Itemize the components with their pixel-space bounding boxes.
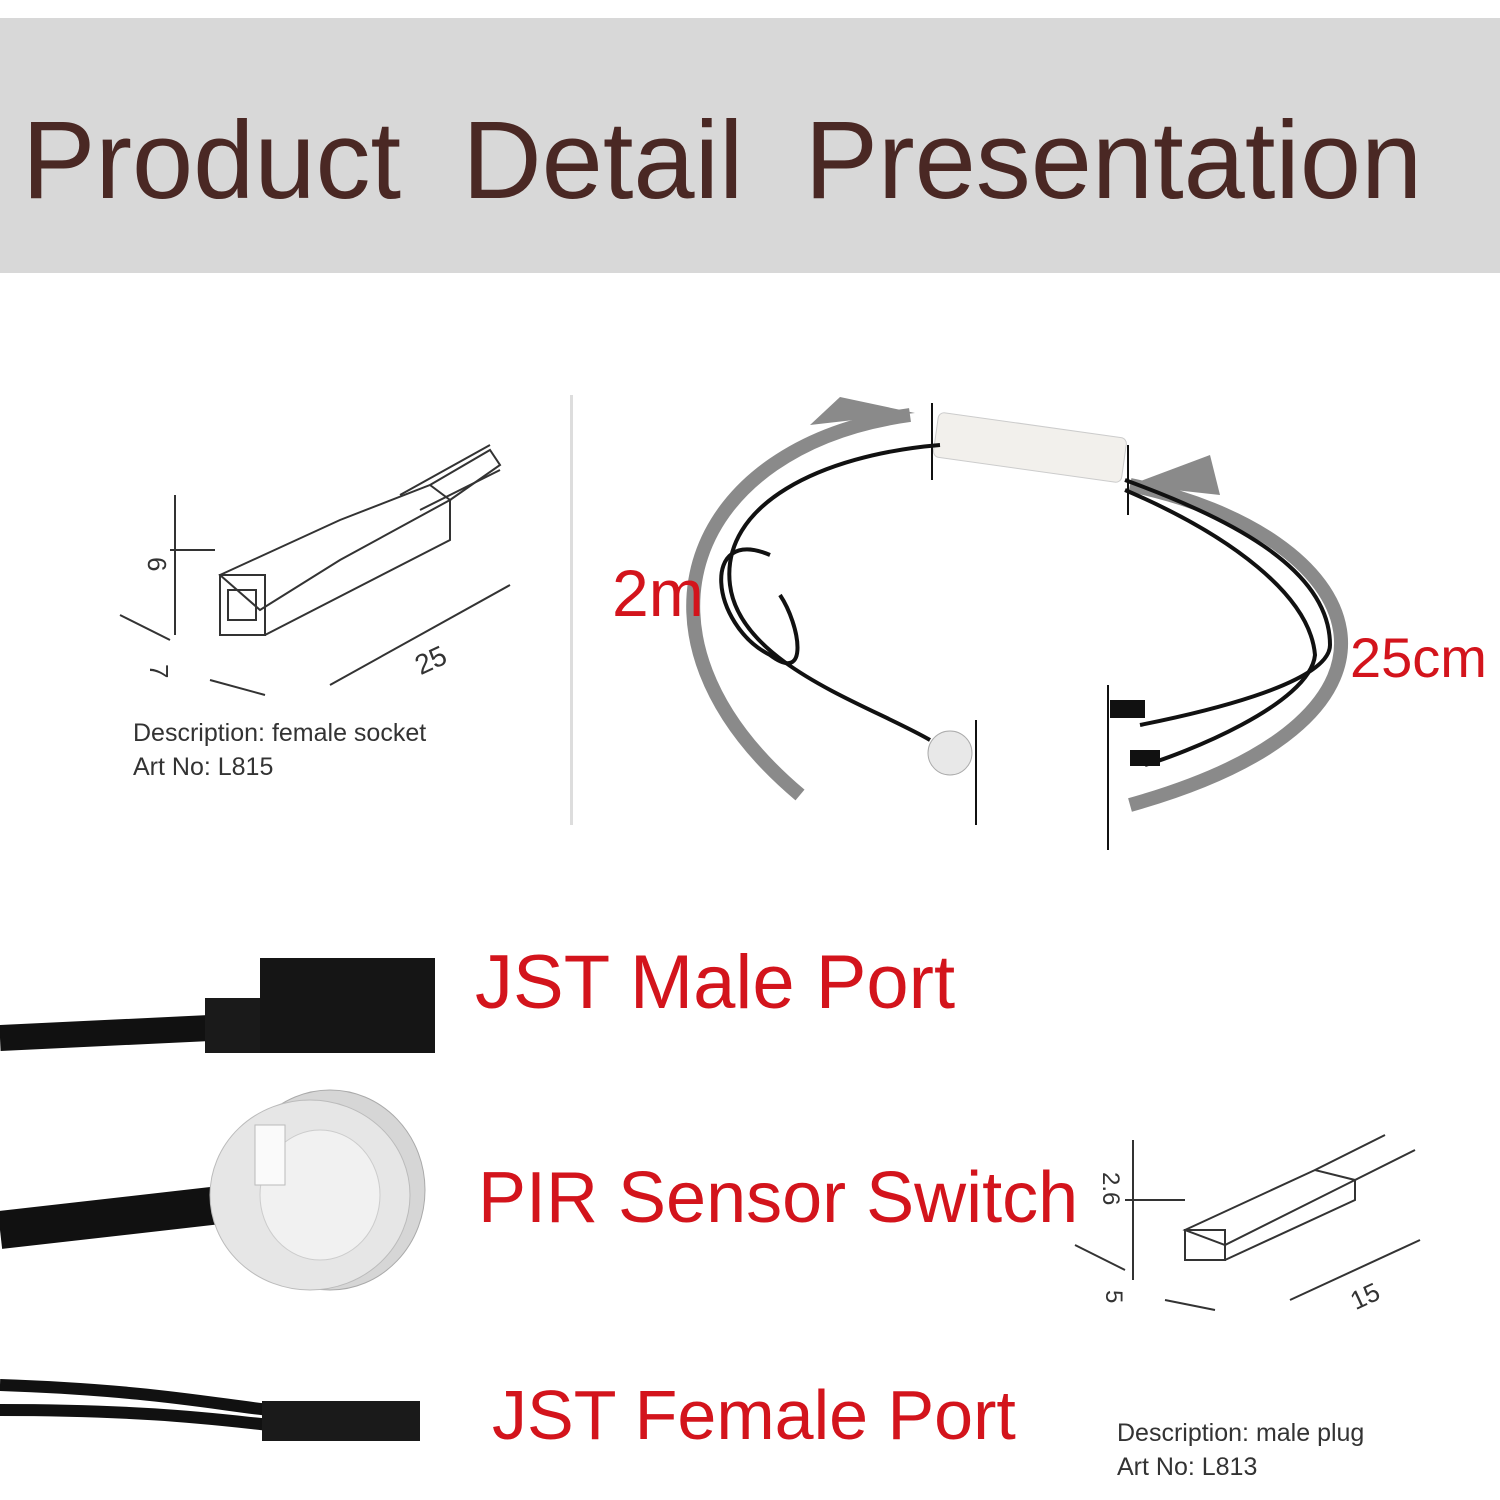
dimension-width: 5	[1100, 1290, 1127, 1303]
dimension-width: 7	[144, 664, 174, 678]
page-title: Product Detail Presentation	[22, 99, 1423, 222]
art-number: Art No: L813	[1117, 1453, 1258, 1481]
jst-male-port-photo	[0, 958, 435, 1053]
jst-female-port-photo	[0, 1379, 420, 1441]
lead-length-label: 25cm	[1350, 626, 1487, 689]
female-socket-diagram: 6 7 25	[119, 444, 511, 696]
male-plug-description: Description: male plug Art No: L813	[1117, 1416, 1364, 1484]
art-number: Art No: L815	[133, 753, 274, 781]
part-label-jst-female-port: JST Female Port	[492, 1376, 1016, 1454]
description-text: Description: male plug	[1117, 1419, 1365, 1447]
pir-sensor-switch-photo	[0, 1089, 426, 1291]
male-plug-diagram: 2.6 5 15	[1074, 1134, 1421, 1316]
dimension-length: 25	[410, 640, 451, 681]
dimension-height: 2.6	[1097, 1172, 1124, 1205]
part-label-jst-male-port: JST Male Port	[475, 940, 956, 1025]
cable-length-label: 2m	[612, 556, 704, 630]
dimension-length: 15	[1345, 1276, 1384, 1315]
description-text: Description: female socket	[133, 719, 427, 747]
header-banner: Product Detail Presentation	[0, 18, 1500, 273]
female-socket-description: Description: female socket Art No: L815	[133, 716, 426, 784]
product-overview-photo	[570, 395, 1349, 850]
part-label-pir-sensor-switch: PIR Sensor Switch	[478, 1158, 1079, 1238]
dimension-height: 6	[142, 557, 172, 571]
